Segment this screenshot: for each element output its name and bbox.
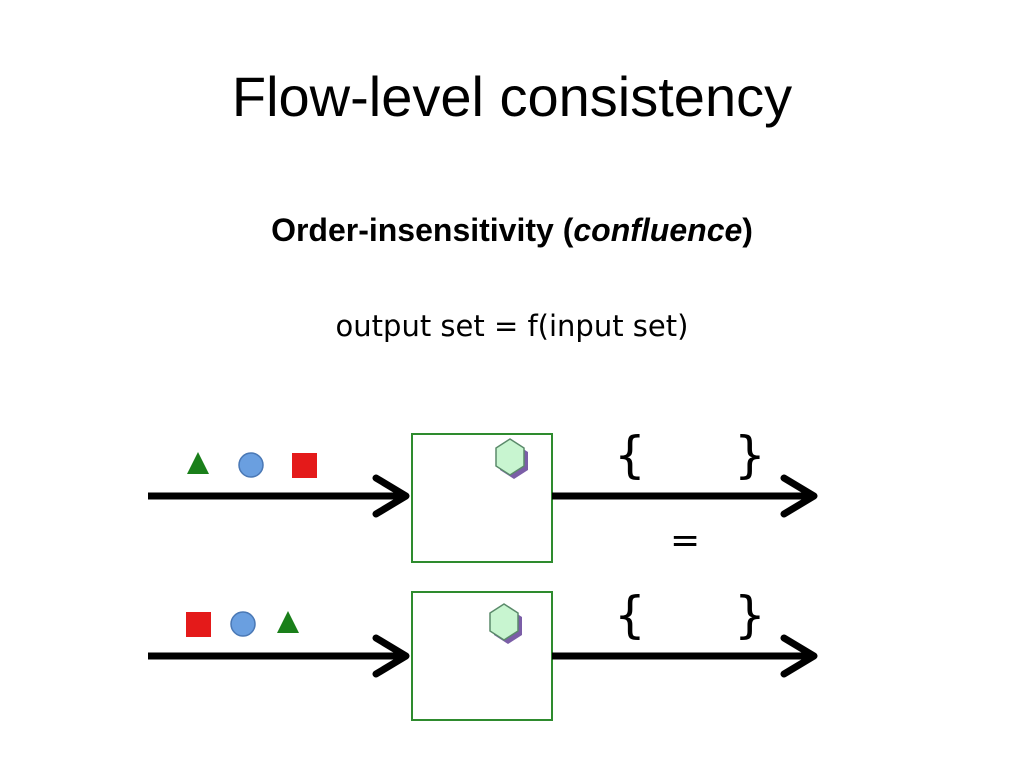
triangle-icon xyxy=(187,452,209,474)
circle-icon xyxy=(238,452,264,478)
slide-subtitle: Order-insensitivity (confluence) xyxy=(0,210,1024,250)
input-arrow-head-2 xyxy=(372,634,410,678)
subtitle-text: Order-insensitivity ( xyxy=(271,212,574,248)
triangle-icon xyxy=(277,611,299,633)
input-arrow-head-1 xyxy=(372,474,410,518)
diagram-row-2: { } xyxy=(148,586,818,721)
output-arrow-head-1 xyxy=(780,474,818,518)
formula-text: output set = f(input set) xyxy=(335,309,689,343)
hexagon-icon xyxy=(489,603,519,641)
hexagon-icon xyxy=(495,438,525,476)
subtitle-italic: confluence xyxy=(573,212,743,248)
slide-title: Flow-level consistency xyxy=(231,65,793,128)
subtitle-close: ) xyxy=(742,212,753,248)
output-arrow-head-2 xyxy=(780,634,818,678)
output-brace-close-1: } xyxy=(734,426,766,484)
diagram-row-1: { } xyxy=(148,426,818,563)
process-box-2 xyxy=(411,591,553,721)
circle-icon xyxy=(230,611,256,637)
output-brace-close-2: } xyxy=(734,586,766,644)
process-box-1 xyxy=(411,433,553,563)
output-brace-open-1: { xyxy=(614,426,646,484)
square-icon xyxy=(292,453,317,478)
output-brace-open-2: { xyxy=(614,586,646,644)
square-icon xyxy=(186,612,211,637)
equals-sign: = xyxy=(670,520,700,561)
